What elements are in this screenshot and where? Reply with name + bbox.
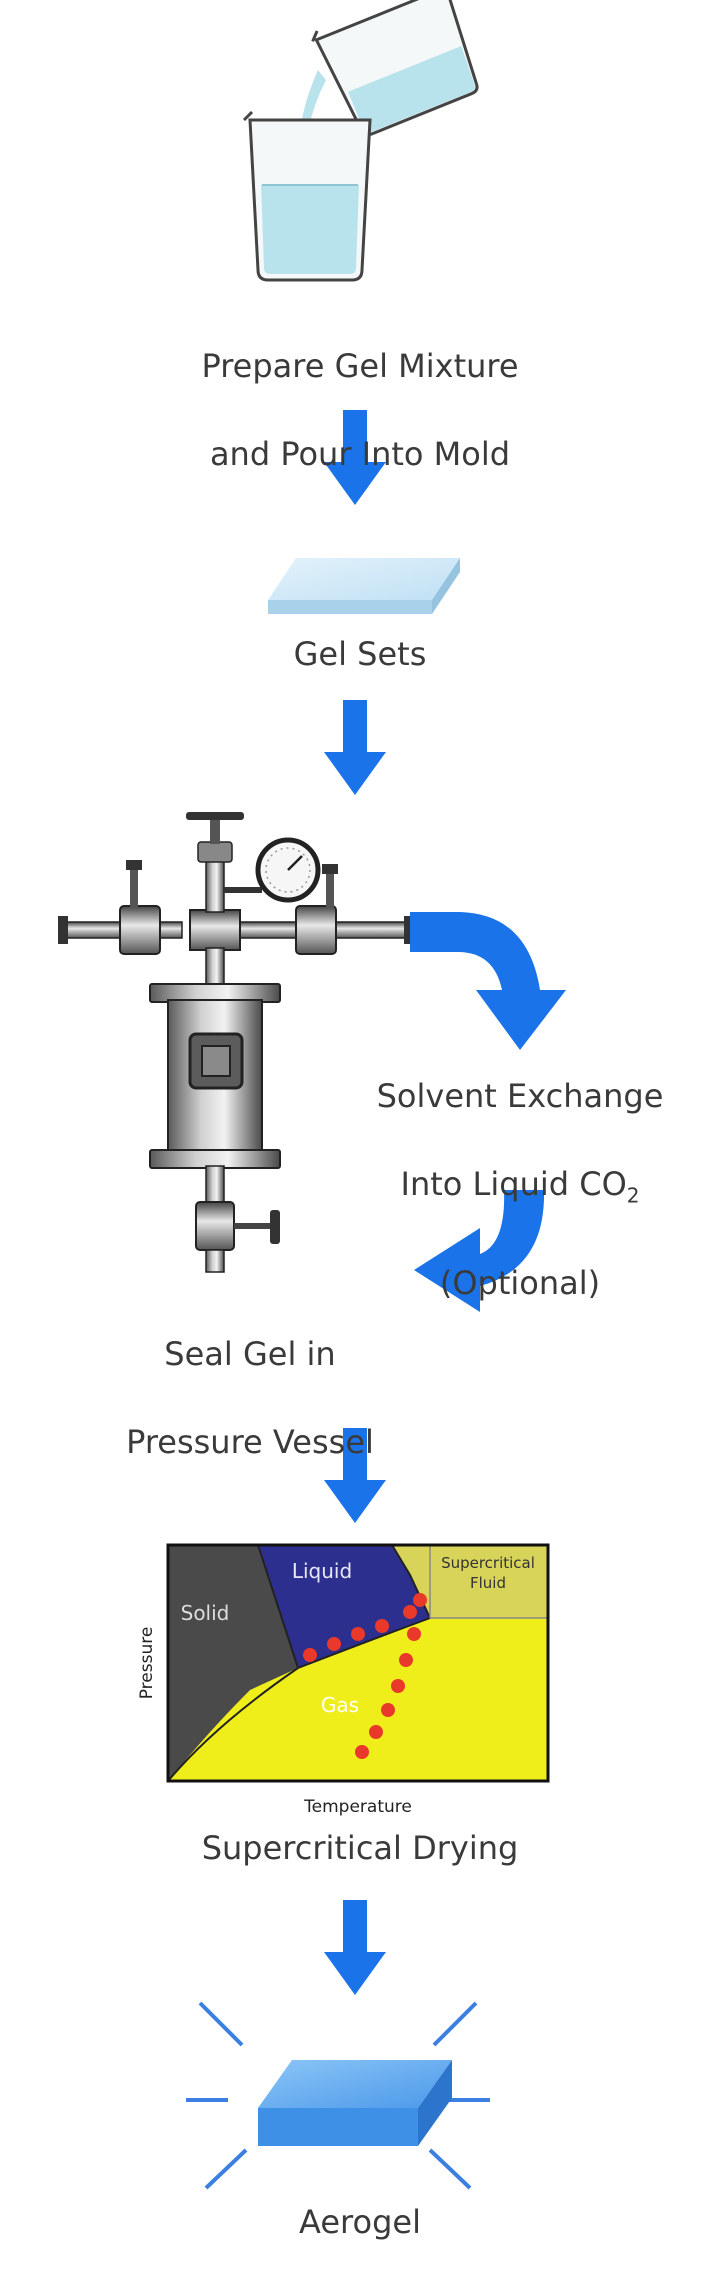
down-arrow-2 [324, 700, 386, 795]
axis-label-x: Temperature [303, 1797, 412, 1817]
step-gel-sets-label: Gel Sets [293, 635, 427, 673]
path-dot [403, 1605, 417, 1619]
path-dot [369, 1725, 383, 1739]
pouring-beakers-icon [242, 0, 479, 282]
path-dot [381, 1703, 395, 1717]
step-supercritical-drying-label: Supercritical Drying [201, 1829, 519, 1867]
path-dot [303, 1648, 317, 1662]
path-dot [399, 1653, 413, 1667]
step-prepare-line-2: and Pour Into Mold [209, 435, 511, 473]
aerogel-icon [186, 2001, 490, 2190]
down-arrow-1 [324, 410, 386, 505]
path-dot [351, 1627, 365, 1641]
co2-subscript: 2 [626, 1183, 640, 1208]
region-label-supercritical-1: Supercritical [441, 1554, 535, 1572]
step-prepare-line-1: Prepare Gel Mixture [201, 347, 519, 385]
region-label-gas: Gas [321, 1693, 359, 1717]
path-dot [355, 1745, 369, 1759]
gel-slab-icon [268, 558, 460, 614]
region-label-supercritical-2: Fluid [470, 1574, 506, 1592]
step-solvent-line-2-text: Into Liquid CO [400, 1165, 627, 1203]
step-aerogel-label: Aerogel [299, 2203, 421, 2241]
curved-arrow-to-seal [414, 1190, 545, 1312]
step-prepare-label: Prepare Gel Mixture and Pour Into Mold [110, 300, 610, 520]
path-dot [327, 1637, 341, 1651]
curved-arrow-to-solvent-exchange [410, 912, 566, 1050]
step-solvent-line-3: (Optional) [439, 1264, 601, 1303]
path-dot [391, 1679, 405, 1693]
step-solvent-line-1: Solvent Exchange [376, 1077, 664, 1115]
step-solvent-line-2: Into Liquid CO2 [355, 1162, 685, 1217]
step-seal-label: Seal Gel in Pressure Vessel [100, 1288, 400, 1508]
phase-diagram [166, 1543, 550, 1783]
step-seal-line-2: Pressure Vessel [126, 1423, 374, 1461]
drying-path-dots [303, 1593, 427, 1759]
step-solvent-exchange-label: Solvent Exchange Into Liquid CO2 (Option… [355, 1030, 685, 1349]
pressure-vessel-icon [58, 812, 414, 1273]
path-dot [375, 1619, 389, 1633]
path-dot [407, 1627, 421, 1641]
step-seal-line-1: Seal Gel in [164, 1335, 336, 1373]
region-label-solid: Solid [181, 1601, 230, 1625]
down-arrow-3 [324, 1428, 386, 1523]
axis-label-y: Pressure [137, 1627, 157, 1700]
down-arrow-4 [324, 1900, 386, 1995]
path-dot [413, 1593, 427, 1607]
region-label-liquid: Liquid [292, 1559, 352, 1583]
